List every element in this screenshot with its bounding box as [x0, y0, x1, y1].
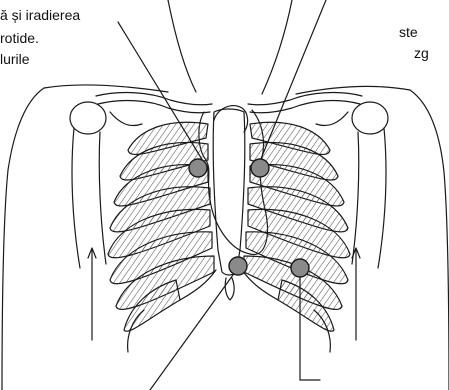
humerus-right-shaft-inner: [352, 132, 359, 264]
auscultation-spot-mitral: [291, 259, 309, 277]
neck-right-outline: [262, 0, 292, 94]
humerus-head-right: [352, 102, 388, 134]
auscultation-spot-pulmonary: [251, 159, 269, 177]
clavicle-right: [248, 93, 362, 105]
acromion-left: [110, 112, 142, 126]
humerus-left-shaft-inner: [99, 132, 106, 264]
body-left-outline: [2, 88, 44, 390]
auscultation-spot-aortic: [189, 159, 207, 177]
xiphoid-process: [225, 278, 234, 300]
ribs-right: [244, 122, 350, 352]
shoulder-left-outline: [44, 85, 168, 92]
neck-left-outline: [168, 0, 196, 92]
shoulder-right-outline: [296, 87, 410, 94]
humerus-head-left: [70, 102, 106, 134]
clavicle-right-lower: [250, 101, 360, 113]
humerus-right-shaft: [378, 128, 386, 268]
ribs-left: [108, 122, 214, 352]
clavicle-left-lower: [98, 101, 210, 113]
auscultation-spot-tricuspid: [229, 257, 247, 275]
acromion-right: [316, 112, 348, 126]
humerus-left-shaft: [72, 128, 80, 268]
body-right-outline: [410, 90, 449, 390]
